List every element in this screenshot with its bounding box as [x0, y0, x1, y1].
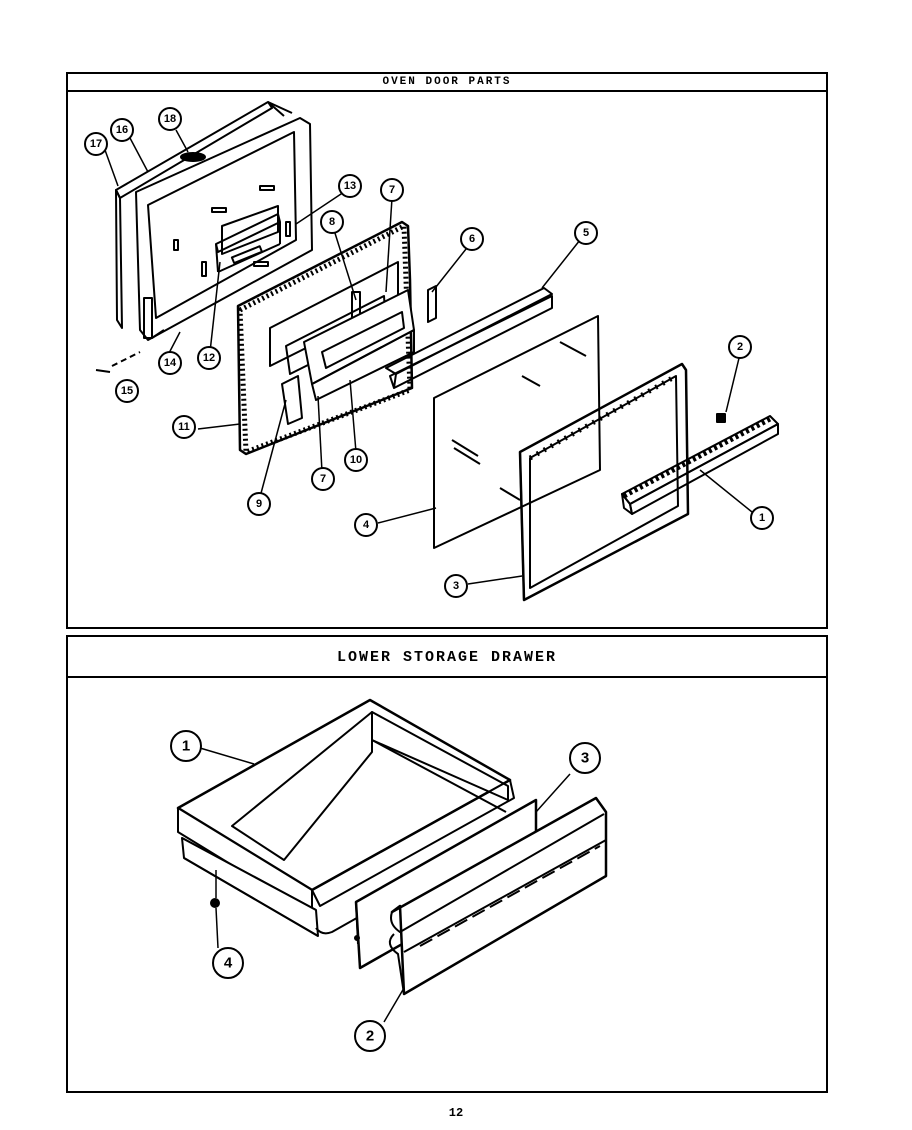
- svg-text:8: 8: [329, 216, 335, 228]
- svg-text:1: 1: [182, 738, 190, 755]
- callout: 4: [212, 947, 244, 979]
- pin: [95, 369, 111, 373]
- hinge-strip: [427, 285, 437, 323]
- callout: 16: [110, 118, 134, 142]
- inner-door-liner: [236, 220, 414, 456]
- svg-text:4: 4: [363, 519, 370, 531]
- svg-text:14: 14: [164, 357, 177, 369]
- svg-text:1: 1: [759, 512, 765, 524]
- door-handle-bracket: [303, 289, 415, 401]
- vent-channel: [385, 287, 553, 389]
- callout: 7: [311, 467, 335, 491]
- svg-text:12: 12: [203, 352, 215, 364]
- svg-text:3: 3: [453, 580, 459, 592]
- drawer-callouts: 1 3 4 2: [170, 730, 601, 1052]
- callout: 5: [574, 221, 598, 245]
- oven-door-parts-panel: OVEN DOOR PARTS: [66, 72, 828, 629]
- screw: [716, 413, 726, 423]
- svg-text:2: 2: [366, 1028, 374, 1045]
- drawer-front-trim: [388, 796, 608, 996]
- svg-text:13: 13: [344, 180, 356, 192]
- callout: 18: [158, 107, 182, 131]
- svg-text:10: 10: [350, 454, 362, 466]
- svg-text:16: 16: [116, 124, 128, 136]
- callout: 15: [115, 379, 139, 403]
- glass-frame: [518, 362, 690, 602]
- panel-title: OVEN DOOR PARTS: [68, 74, 826, 92]
- drawer-stop: [210, 898, 220, 908]
- callout: 14: [158, 351, 182, 375]
- callout: 6: [460, 227, 484, 251]
- callout: 8: [320, 210, 344, 234]
- svg-text:2: 2: [737, 341, 743, 353]
- callout: 12: [197, 346, 221, 370]
- callout: 2: [354, 1020, 386, 1052]
- callout: 10: [344, 448, 368, 472]
- svg-text:5: 5: [583, 227, 589, 239]
- svg-text:11: 11: [178, 421, 190, 433]
- svg-text:4: 4: [224, 955, 233, 972]
- callout: 11: [172, 415, 196, 439]
- callout: 1: [170, 730, 202, 762]
- callout: 3: [569, 742, 601, 774]
- callout: 3: [444, 574, 468, 598]
- callout: 4: [354, 513, 378, 537]
- svg-text:9: 9: [256, 498, 262, 510]
- callout: 9: [247, 492, 271, 516]
- callout: 17: [84, 132, 108, 156]
- svg-text:3: 3: [581, 750, 589, 767]
- oven-door-callouts: 17 16 18 13 7 8 6 5 2 15 14 12 11 9 7 10…: [84, 107, 774, 598]
- door-handle: [621, 415, 779, 515]
- callout: 2: [728, 335, 752, 359]
- callout: 1: [750, 506, 774, 530]
- panel-title: LOWER STORAGE DRAWER: [68, 637, 826, 678]
- window-glass: [433, 315, 601, 549]
- svg-text:15: 15: [121, 385, 133, 397]
- drawer-body: [176, 698, 535, 937]
- svg-text:18: 18: [164, 113, 176, 125]
- svg-text:17: 17: [90, 138, 102, 150]
- svg-text:7: 7: [389, 184, 395, 196]
- svg-text:7: 7: [320, 473, 326, 485]
- callout: 13: [338, 174, 362, 198]
- page-number: 12: [448, 1106, 464, 1120]
- lower-storage-drawer-panel: LOWER STORAGE DRAWER: [66, 635, 828, 1093]
- callout: 7: [380, 178, 404, 202]
- svg-text:6: 6: [469, 233, 475, 245]
- outer-door-panel: [115, 101, 313, 341]
